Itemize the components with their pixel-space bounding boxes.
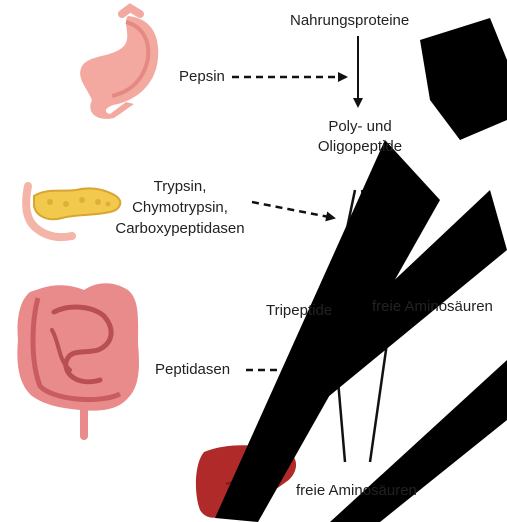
label-oligopeptide: Oligopeptide (310, 138, 410, 155)
label-freie-aminosaeuren-bottom: freie Aminosäuren (296, 482, 417, 499)
label-nahrungsproteine: Nahrungsproteine (290, 12, 409, 29)
label-peptidasen: Peptidasen (155, 361, 230, 378)
label-trypsin: Trypsin, (120, 178, 240, 195)
label-tripeptide: Tripeptide (266, 302, 332, 319)
label-pepsin: Pepsin (179, 68, 225, 85)
watermark (215, 18, 507, 522)
pancreas-icon (26, 186, 120, 237)
stomach-icon (80, 8, 158, 119)
arrow-trypsin (252, 202, 334, 218)
label-chymotrypsin: Chymotrypsin, (120, 199, 240, 216)
intestine-icon (17, 283, 139, 436)
label-carboxypeptidasen: Carboxypeptidasen (115, 220, 245, 237)
label-poly-und: Poly- und (310, 118, 410, 135)
label-freie-aminosaeuren-top: freie Aminosäuren (372, 298, 493, 315)
